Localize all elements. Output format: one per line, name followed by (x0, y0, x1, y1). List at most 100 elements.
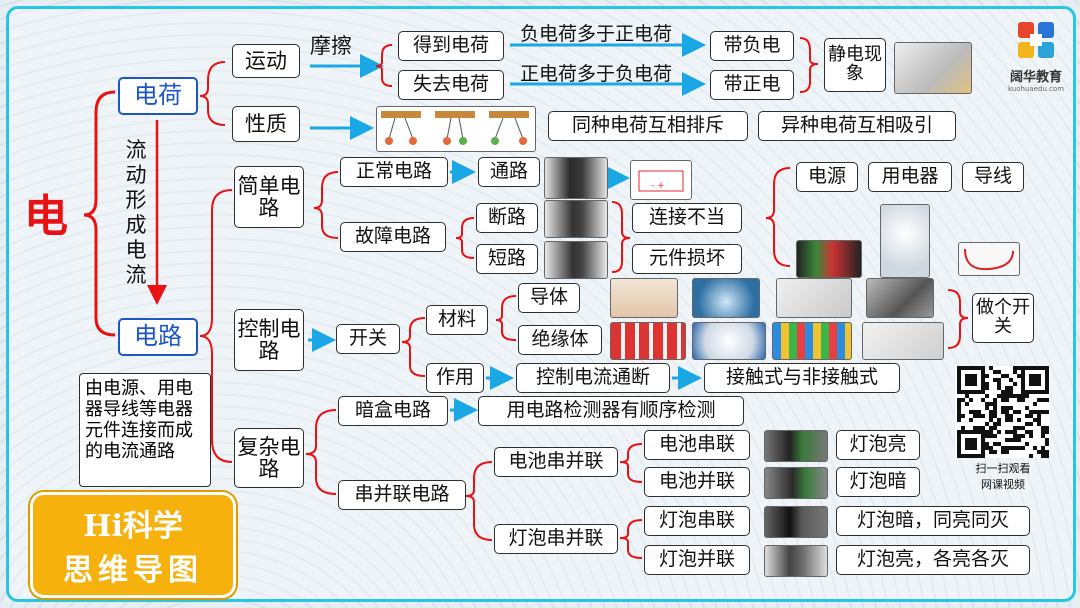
badge-line2: 思维导图 (63, 553, 203, 588)
node-attract: 异种电荷互相吸引 (758, 111, 956, 141)
material-brace (495, 295, 517, 341)
node-short: 短路 (476, 244, 538, 274)
qr-code (955, 366, 1050, 458)
qr-caption-line1: 扫一扫观看 (975, 462, 1031, 475)
open-photo (544, 200, 608, 238)
short-photo (544, 241, 608, 279)
wire-photo (958, 242, 1020, 276)
node-material: 材料 (426, 305, 488, 335)
node-appliance: 用电器 (868, 162, 952, 192)
node-bulb-sp: 灯泡串并联 (494, 524, 618, 554)
brand-logo: 阔华教育 kuohuaedu.com (1000, 18, 1072, 93)
node-pass: 通路 (478, 157, 540, 187)
node-neg-charged: 带负电 (710, 31, 794, 61)
node-conductor: 导体 (518, 283, 580, 313)
pass-diagram: - + (630, 160, 692, 200)
node-bulb-parallel: 灯泡并联 (644, 545, 750, 575)
insulator-photo-1 (610, 322, 686, 360)
node-static: 静电现象 (824, 38, 886, 92)
node-damaged: 元件损坏 (632, 244, 742, 274)
simple-brace (313, 171, 339, 239)
friction-brace (375, 44, 393, 87)
node-battery-sp: 电池串并联 (494, 447, 618, 477)
complex-brace (305, 409, 337, 495)
sp-brace (465, 461, 493, 541)
brand-name: 阔华教育 (1009, 70, 1062, 85)
qr-caption-line2: 网课视频 (981, 478, 1025, 491)
bulb-photo (880, 204, 930, 278)
qr-code-pattern (957, 366, 1049, 458)
node-simple: 简单电路 (234, 166, 304, 228)
switch-brace (401, 317, 426, 377)
node-motion: 运动 (232, 44, 300, 78)
node-circuit: 电路 (118, 318, 198, 356)
make-switch-brace (947, 289, 969, 349)
node-control: 控制电路 (234, 309, 304, 371)
node-battery-series: 电池串联 (644, 430, 750, 460)
node-repel: 同种电荷互相排斥 (548, 111, 748, 141)
result-bulb-parallel: 灯泡亮，各亮各灭 (836, 545, 1030, 575)
charge-brace (199, 61, 226, 126)
battery-series-photo (764, 430, 828, 462)
label-friction: 摩擦 (310, 34, 352, 58)
node-charge: 电荷 (118, 77, 198, 115)
main-brace (83, 90, 116, 337)
battery-brace (619, 443, 643, 483)
node-open: 断路 (476, 203, 538, 233)
parts-brace (765, 167, 791, 267)
node-control-current: 控制电流通断 (516, 363, 670, 393)
badge-line1: Hi科学 (83, 509, 183, 544)
main-title: 电 (24, 191, 68, 242)
node-property: 性质 (232, 106, 300, 142)
brand-url: kuohuaedu.com (1007, 85, 1065, 93)
bulb-parallel-photo (764, 545, 828, 577)
static-brace (799, 37, 819, 93)
node-fault: 故障电路 (340, 222, 446, 252)
conductor-photo-4 (866, 278, 934, 318)
conductor-photo-2 (692, 278, 760, 318)
label-pos-more: 正电荷多于负电荷 (520, 63, 673, 85)
hi-science-badge: Hi科学 思维导图 (30, 492, 236, 598)
static-photo (894, 42, 972, 94)
battery-parallel-photo (764, 467, 828, 499)
insulator-photo-2 (692, 322, 766, 360)
pass-photo (544, 157, 608, 199)
node-source: 电源 (796, 162, 858, 192)
result-dim: 灯泡暗 (836, 467, 920, 497)
node-lose: 失去电荷 (398, 70, 504, 100)
bulb-series-photo (764, 506, 828, 538)
node-blackbox: 暗盒电路 (338, 396, 448, 426)
label-neg-more: 负电荷多于正电荷 (520, 23, 673, 45)
svg-text:- +: - + (651, 181, 665, 191)
node-bad-connect: 连接不当 (632, 203, 742, 233)
node-series-parallel: 串并联电路 (338, 480, 466, 510)
node-normal: 正常电路 (340, 157, 448, 187)
node-contact: 接触式与非接触式 (704, 363, 900, 393)
insulator-photo-3 (772, 322, 852, 360)
node-complex: 复杂电路 (234, 428, 304, 488)
bulb-brace (619, 519, 643, 559)
node-make-switch: 做个开关 (972, 293, 1034, 343)
node-pos-charged: 带正电 (710, 70, 794, 100)
circuit-brace (199, 189, 233, 463)
node-insulator: 绝缘体 (518, 325, 602, 355)
node-switch: 开关 (336, 324, 400, 354)
node-gain: 得到电荷 (398, 31, 504, 61)
brand-logo-icon (1018, 22, 1054, 58)
conductor-photo-1 (610, 278, 678, 318)
node-wire: 导线 (962, 162, 1024, 192)
conductor-photo-3 (776, 278, 852, 318)
battery-photo (796, 240, 862, 278)
reason-brace (611, 201, 631, 273)
charge-balls-picture (376, 106, 536, 152)
node-battery-parallel: 电池并联 (644, 467, 750, 497)
node-detect: 用电路检测器有顺序检测 (478, 396, 744, 426)
flow-text: 流动形成电流 (125, 138, 147, 287)
circuit-definition: 由电源、用电器导线等电器元件连接而成的电流通路 (79, 373, 211, 487)
node-bulb-series: 灯泡串联 (644, 506, 750, 536)
result-bulb-series: 灯泡暗，同亮同灭 (836, 506, 1030, 536)
fault-brace (455, 217, 475, 259)
result-bright: 灯泡亮 (836, 430, 920, 460)
